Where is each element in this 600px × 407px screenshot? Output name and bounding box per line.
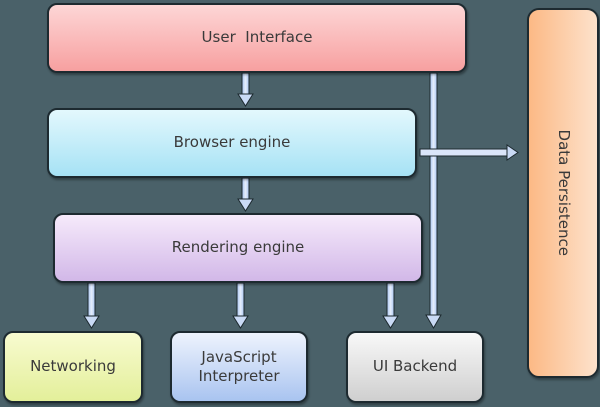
rendering-engine-box: Rendering engine — [53, 213, 423, 283]
user-interface-box: User Interface — [47, 3, 467, 73]
arrow-ui-to-ui-backend — [425, 72, 442, 330]
js-interpreter-label-line2: Interpreter — [198, 367, 280, 385]
js-interpreter-label-line1: JavaScript — [201, 347, 277, 366]
data-persistence-label: Data Persistence — [554, 129, 573, 257]
data-persistence-box: Data Persistence — [527, 8, 599, 378]
arrow-rendering-to-ui-backend — [382, 282, 399, 329]
user-interface-label: User Interface — [201, 28, 313, 47]
arrow-rendering-to-networking — [83, 282, 100, 329]
networking-label: Networking — [30, 357, 116, 376]
rendering-engine-label: Rendering engine — [171, 238, 305, 257]
browser-engine-box: Browser engine — [47, 108, 417, 178]
browser-engine-label: Browser engine — [173, 133, 291, 152]
arrow-browser-to-rendering-engine — [237, 177, 254, 212]
arrow-ui-to-browser-engine — [237, 72, 254, 107]
arrow-browser-engine-to-data-persistence — [419, 144, 519, 161]
arrow-rendering-to-js-interpreter — [232, 282, 249, 329]
networking-box: Networking — [3, 331, 143, 403]
js-interpreter-box: JavaScript Interpreter — [170, 331, 308, 403]
ui-backend-label: UI Backend — [372, 357, 458, 376]
ui-backend-box: UI Backend — [346, 331, 484, 403]
